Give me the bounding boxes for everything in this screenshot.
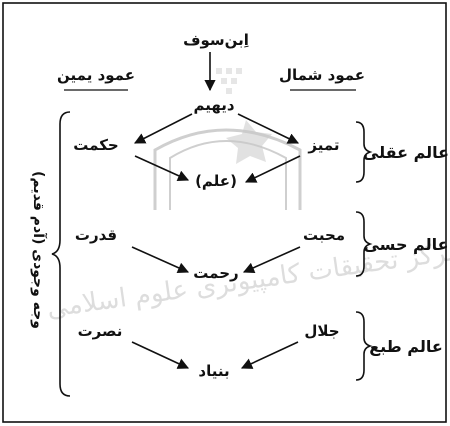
level1-left-node: حکمت — [73, 136, 118, 154]
world-sense-label: عالم حسی — [363, 235, 448, 254]
arrow-level3-right-to-result — [240, 341, 299, 369]
watermark-emblem — [153, 68, 302, 210]
arrow-level1-left-to-result — [134, 155, 190, 181]
arrow-top-to-left — [134, 113, 193, 144]
level3-result-node: بنیاد — [198, 362, 229, 380]
level3-right-node: جلال — [304, 322, 339, 340]
left-pillar-label: عمود یمین — [57, 66, 135, 84]
right-pillar-label: عمود شمال — [279, 66, 365, 84]
level2-left-node: قدرت — [75, 226, 117, 244]
right-brace-intellect — [355, 121, 373, 183]
frame-border — [2, 2, 447, 423]
level2-right-node: محبت — [303, 226, 345, 244]
level2-result-node: رحمت — [193, 264, 238, 282]
level1-result-node: (علم) — [195, 172, 237, 190]
level1-right-node: تمیز — [307, 136, 339, 154]
arrow-level2-right-to-result — [242, 246, 301, 274]
right-brace-sense — [355, 211, 373, 277]
arrow-level3-left-to-result — [131, 341, 190, 369]
side-note-vertical: وجه وجودی (آدم قدیم) — [30, 171, 48, 329]
right-brace-nature — [355, 311, 373, 381]
source-label: اِبن‌سوف — [183, 31, 249, 49]
arrow-level1-right-to-result — [244, 155, 301, 183]
arrow-top-to-right — [237, 113, 300, 144]
arrow-level2-left-to-result — [131, 246, 190, 274]
left-brace — [51, 111, 71, 397]
center-top-node: دیهیم — [193, 96, 234, 114]
level3-left-node: نصرت — [78, 322, 123, 340]
world-nature-label: عالم طبع — [369, 337, 443, 356]
world-intellect-label: عالم عقلی — [363, 143, 449, 162]
